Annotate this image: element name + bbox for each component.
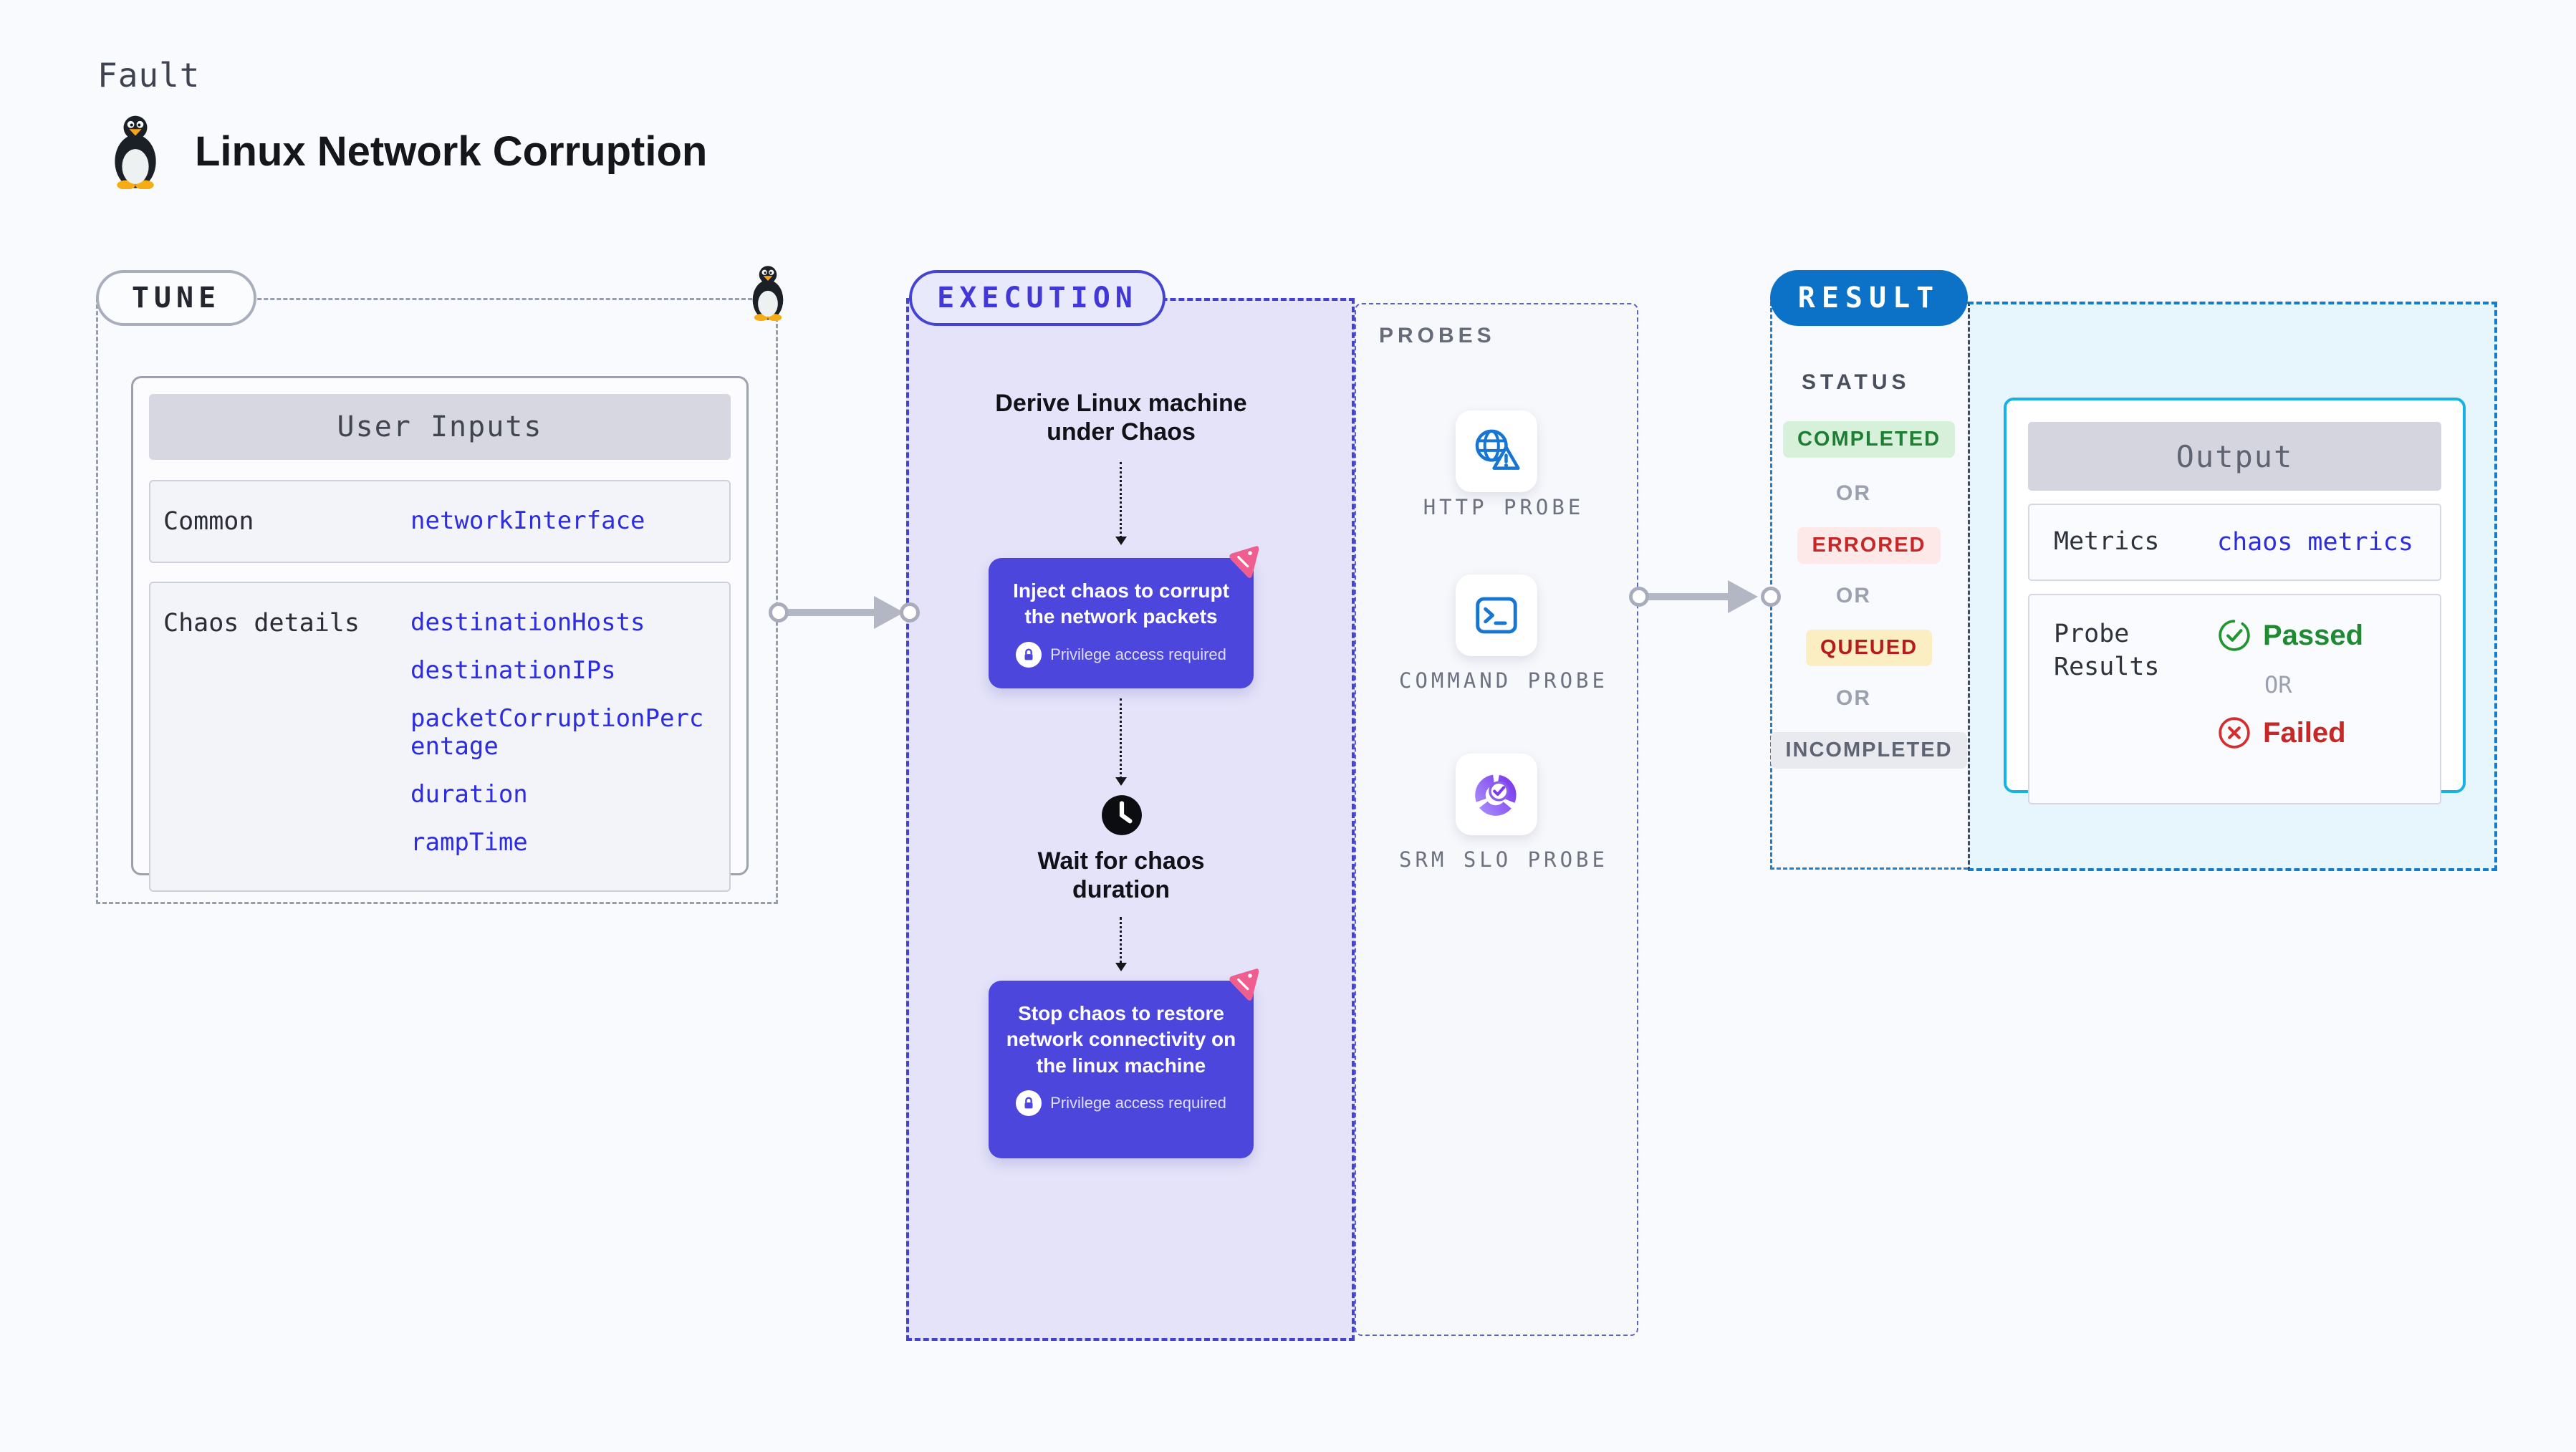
derive-machine-label: Derive Linux machine under Chaos <box>995 390 1247 446</box>
or-separator: OR <box>2264 671 2292 698</box>
chaos-logo-icon <box>1229 968 1259 1001</box>
output-title: Output <box>2028 422 2441 491</box>
tux-icon-small <box>752 266 784 321</box>
passed-label: Passed <box>2263 619 2364 651</box>
user-inputs-title: User Inputs <box>149 394 731 460</box>
connector-dot <box>1761 587 1781 607</box>
flow-connector-arrow <box>1115 698 1127 786</box>
input-param: destinationHosts <box>410 608 645 637</box>
metrics-label: Metrics <box>2054 527 2160 557</box>
connector-dot <box>900 602 920 622</box>
status-badge-incompleted: INCOMPLETED <box>1770 732 1968 769</box>
privilege-label: Privilege access required <box>1050 1094 1226 1112</box>
input-param: duration <box>410 780 528 809</box>
or-separator: OR <box>1836 584 1871 607</box>
terminal-icon <box>1476 597 1517 634</box>
input-row-common: Common networkInterface <box>149 480 731 563</box>
connector-dot <box>1629 587 1649 607</box>
lock-icon <box>1016 1090 1042 1117</box>
srm-slo-probe-card <box>1456 754 1537 835</box>
user-inputs-card: User Inputs Common networkInterface Chao… <box>131 376 749 892</box>
input-param: rampTime <box>410 828 528 857</box>
stop-chaos-text: Stop chaos to restore network connectivi… <box>1006 1002 1236 1077</box>
passed-check-icon <box>2219 620 2250 651</box>
slo-donut-icon <box>1475 774 1517 816</box>
command-probe-card <box>1456 574 1537 656</box>
input-row-label: Common <box>163 507 254 536</box>
input-row-chaos-details: Chaos details destinationHosts destinati… <box>149 582 731 892</box>
input-param: networkInterface <box>410 506 645 536</box>
metrics-row: Metrics chaos metrics <box>2028 504 2441 581</box>
output-card: Output Metrics chaos metrics Probe Resul… <box>2004 398 2466 804</box>
connector-dot <box>769 602 789 622</box>
result-status-box <box>1770 302 1968 870</box>
status-badge-row: COMPLETED <box>1770 421 1968 458</box>
fault-kind-label: Fault <box>97 56 201 95</box>
status-badge-queued: QUEUED <box>1770 630 1968 666</box>
tune-pill: TUNE <box>96 270 256 326</box>
http-probe-card <box>1456 410 1537 492</box>
lock-icon <box>1016 641 1042 668</box>
inject-chaos-text: Inject chaos to corrupt the network pack… <box>1013 580 1229 628</box>
failed-x-icon <box>2219 717 2250 749</box>
metrics-value: chaos metrics <box>2217 528 2413 557</box>
status-label: STATUS <box>1802 370 1911 394</box>
failed-label: Failed <box>2263 716 2346 749</box>
flow-connector-arrow <box>1115 462 1127 545</box>
result-pill: RESULT <box>1770 270 1968 326</box>
chaos-logo-icon <box>1229 546 1259 578</box>
inject-chaos-node: Inject chaos to corrupt the network pack… <box>989 558 1254 688</box>
tune-section-box <box>96 298 778 904</box>
stop-chaos-node: Stop chaos to restore network connectivi… <box>989 981 1254 1158</box>
arrow-probes-to-result <box>1645 580 1758 613</box>
wait-duration-label: Wait for chaos duration <box>1037 847 1205 904</box>
status-badge-completed: COMPLETED <box>1782 421 1956 458</box>
status-badge-errored: ERRORED <box>1770 527 1968 564</box>
tux-icon <box>115 115 156 189</box>
page-title: Linux Network Corruption <box>195 128 708 175</box>
srm-slo-probe-label: SRM SLO PROBE <box>1399 847 1608 872</box>
globe-alert-icon <box>1475 429 1520 470</box>
input-param: destinationIPs <box>410 656 616 686</box>
clock-icon <box>1102 795 1142 835</box>
flow-connector-arrow <box>1115 917 1127 971</box>
privilege-label: Privilege access required <box>1050 645 1226 663</box>
command-probe-label: COMMAND PROBE <box>1399 668 1608 693</box>
input-param: packetCorruptionPercentage <box>410 704 704 761</box>
execution-pill: EXECUTION <box>909 270 1166 326</box>
or-separator: OR <box>1836 481 1871 505</box>
or-separator: OR <box>1836 686 1871 710</box>
http-probe-label: HTTP PROBE <box>1423 495 1585 519</box>
arrow-tune-to-execution <box>782 596 904 629</box>
probe-results-label: Probe Results <box>2054 620 2160 681</box>
probe-results-row: Probe Results Passed OR Failed <box>2028 594 2441 804</box>
input-row-label: Chaos details <box>163 609 360 638</box>
probes-label: PROBES <box>1379 324 1496 347</box>
